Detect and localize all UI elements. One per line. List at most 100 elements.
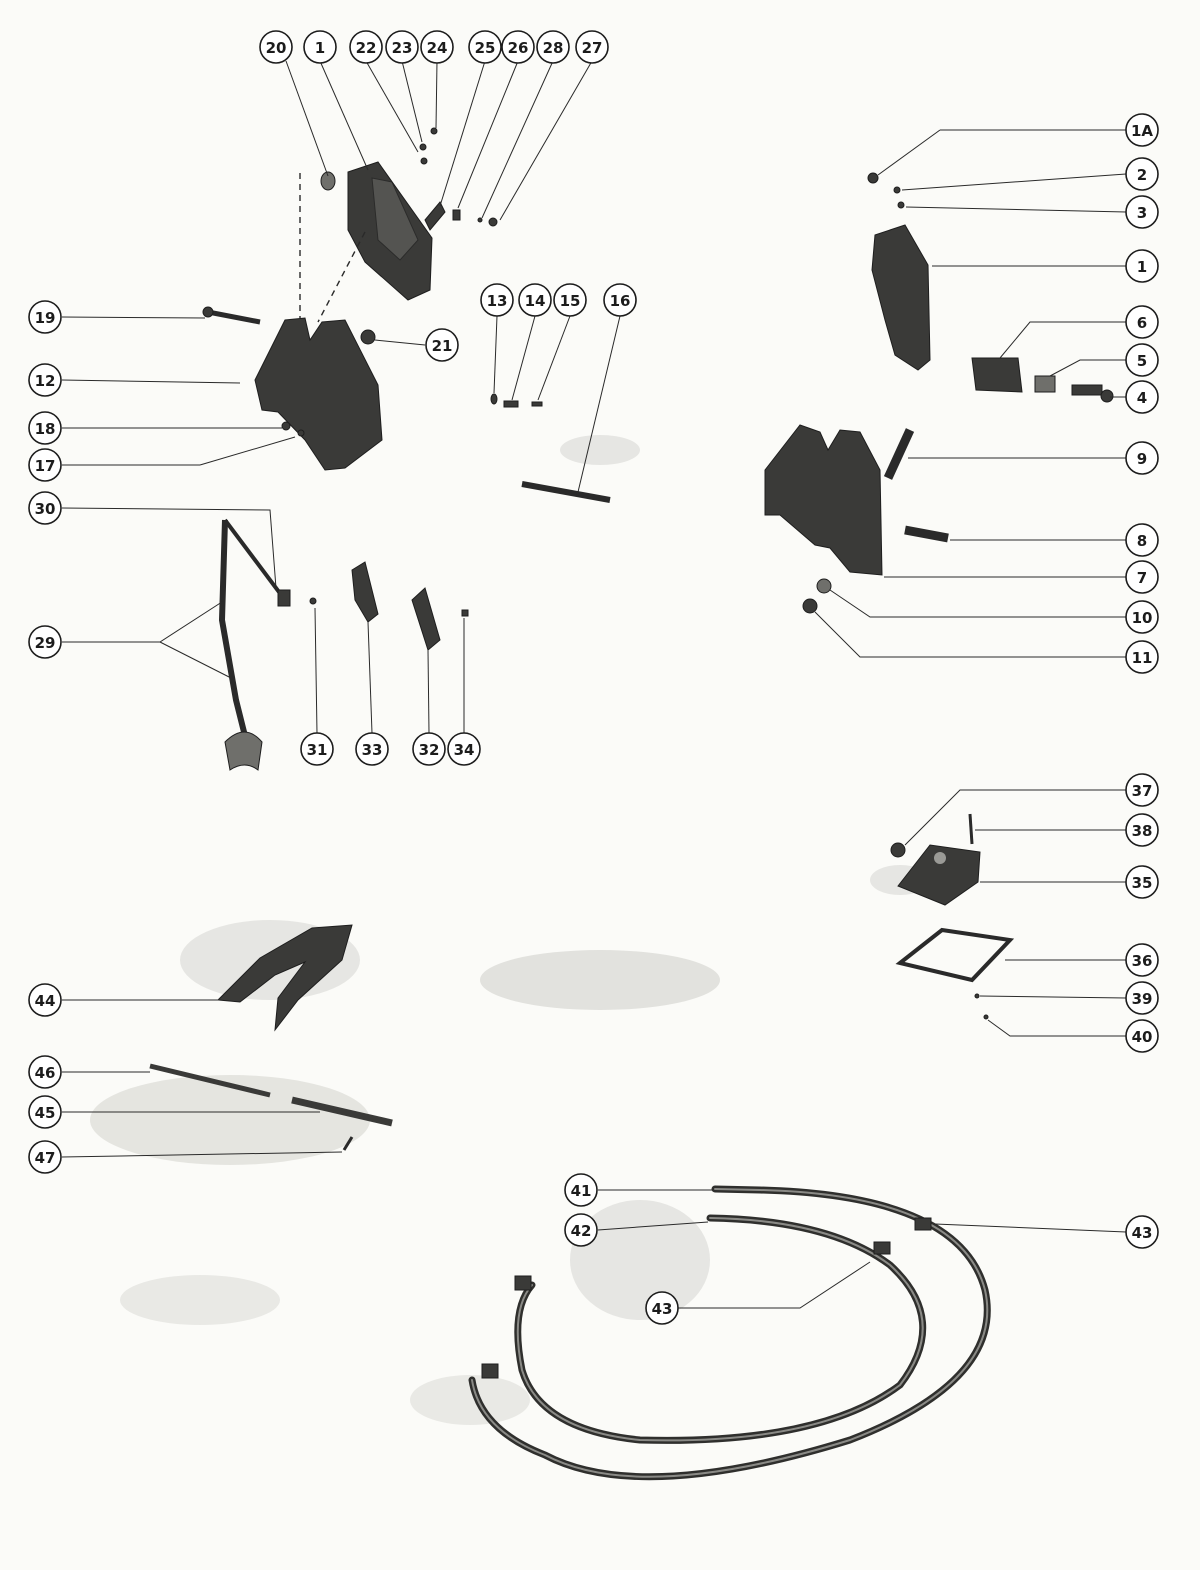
svg-text:9: 9 xyxy=(1137,450,1147,468)
assembly-dash-2 xyxy=(317,231,366,323)
right-lower-bracket xyxy=(764,424,949,614)
svg-text:45: 45 xyxy=(35,1104,56,1122)
svg-text:11: 11 xyxy=(1132,649,1153,667)
right-bushing-bolt xyxy=(971,357,1114,403)
svg-text:4: 4 xyxy=(1137,389,1147,407)
callout-33: 33 xyxy=(355,732,389,766)
callout-40: 40 xyxy=(1125,1019,1159,1053)
svg-text:35: 35 xyxy=(1132,874,1153,892)
callout-22: 22 xyxy=(349,30,383,64)
callout-7: 7 xyxy=(1125,560,1159,594)
svg-text:38: 38 xyxy=(1132,822,1153,840)
callout-13: 13 xyxy=(480,283,514,317)
callout-32: 32 xyxy=(412,732,446,766)
svg-text:16: 16 xyxy=(610,292,631,310)
callout-27: 27 xyxy=(575,30,609,64)
svg-text:37: 37 xyxy=(1132,782,1153,800)
svg-text:22: 22 xyxy=(356,39,377,57)
callout-15: 15 xyxy=(553,283,587,317)
callout-14: 14 xyxy=(518,283,552,317)
leader-lines xyxy=(61,60,1127,1309)
svg-text:7: 7 xyxy=(1137,569,1147,587)
callout-47: 47 xyxy=(28,1140,62,1174)
callout-3: 3 xyxy=(1125,195,1159,229)
callout-9: 9 xyxy=(1125,441,1159,475)
linkage-rod xyxy=(218,518,469,771)
callout-41: 41 xyxy=(564,1173,598,1207)
svg-text:5: 5 xyxy=(1137,352,1147,370)
callout-20: 20 xyxy=(259,30,293,64)
svg-text:19: 19 xyxy=(35,309,56,327)
svg-text:23: 23 xyxy=(392,39,413,57)
svg-text:46: 46 xyxy=(35,1064,56,1082)
gasket xyxy=(895,927,1015,1020)
callout-12: 12 xyxy=(28,363,62,397)
svg-text:43: 43 xyxy=(652,1300,673,1318)
svg-text:41: 41 xyxy=(571,1182,592,1200)
callout-31: 31 xyxy=(300,732,334,766)
callout-17: 17 xyxy=(28,448,62,482)
background-texture xyxy=(90,435,930,1425)
right-upper-housing xyxy=(867,172,931,371)
callout-39: 39 xyxy=(1125,981,1159,1015)
callout-16: 16 xyxy=(603,283,637,317)
svg-text:25: 25 xyxy=(475,39,496,57)
svg-text:42: 42 xyxy=(571,1222,592,1240)
callout-11: 11 xyxy=(1125,640,1159,674)
trim-strips xyxy=(149,1063,393,1151)
callout-21: 21 xyxy=(425,328,459,362)
callout-18: 18 xyxy=(28,411,62,445)
mounting-plate xyxy=(890,813,981,906)
callout-5: 5 xyxy=(1125,343,1159,377)
svg-text:43: 43 xyxy=(1132,1224,1153,1242)
callout-38: 38 xyxy=(1125,813,1159,847)
callout-30: 30 xyxy=(28,491,62,525)
svg-text:33: 33 xyxy=(362,741,383,759)
callout-46: 46 xyxy=(28,1055,62,1089)
svg-text:8: 8 xyxy=(1137,532,1147,550)
callout-43-center: 43 xyxy=(645,1291,679,1325)
svg-text:6: 6 xyxy=(1137,314,1147,332)
callout-44: 44 xyxy=(28,983,62,1017)
svg-text:3: 3 xyxy=(1137,204,1147,222)
svg-text:29: 29 xyxy=(35,634,56,652)
callout-8: 8 xyxy=(1125,523,1159,557)
svg-text:44: 44 xyxy=(35,992,56,1010)
callout-1A: 1A xyxy=(1125,113,1159,147)
callout-42: 42 xyxy=(564,1213,598,1247)
svg-text:40: 40 xyxy=(1132,1028,1153,1046)
callout-35: 35 xyxy=(1125,865,1159,899)
svg-text:15: 15 xyxy=(560,292,581,310)
middle-small-parts xyxy=(490,393,611,503)
callout-10: 10 xyxy=(1125,600,1159,634)
svg-text:26: 26 xyxy=(508,39,529,57)
svg-text:34: 34 xyxy=(454,741,475,759)
svg-text:1A: 1A xyxy=(1131,122,1153,140)
callout-1-right: 1 xyxy=(1125,249,1159,283)
callout-23: 23 xyxy=(385,30,419,64)
svg-text:12: 12 xyxy=(35,372,56,390)
svg-text:14: 14 xyxy=(525,292,546,310)
svg-text:13: 13 xyxy=(487,292,508,310)
callout-4: 4 xyxy=(1125,380,1159,414)
callout-26: 26 xyxy=(501,30,535,64)
svg-text:10: 10 xyxy=(1132,609,1153,627)
lower-bracket-left xyxy=(254,317,383,471)
svg-text:36: 36 xyxy=(1132,952,1153,970)
svg-text:31: 31 xyxy=(307,741,328,759)
callout-25: 25 xyxy=(468,30,502,64)
callout-28: 28 xyxy=(536,30,570,64)
svg-text:39: 39 xyxy=(1132,990,1153,1008)
callout-2: 2 xyxy=(1125,157,1159,191)
small-hardware-upper xyxy=(202,127,498,437)
svg-text:21: 21 xyxy=(432,337,453,355)
svg-text:32: 32 xyxy=(419,741,440,759)
svg-text:2: 2 xyxy=(1137,166,1147,184)
callout-19: 19 xyxy=(28,300,62,334)
v-seal xyxy=(216,924,353,1032)
callout-24: 24 xyxy=(420,30,454,64)
svg-text:1: 1 xyxy=(1137,258,1147,276)
svg-text:24: 24 xyxy=(427,39,448,57)
callout-45: 45 xyxy=(28,1095,62,1129)
